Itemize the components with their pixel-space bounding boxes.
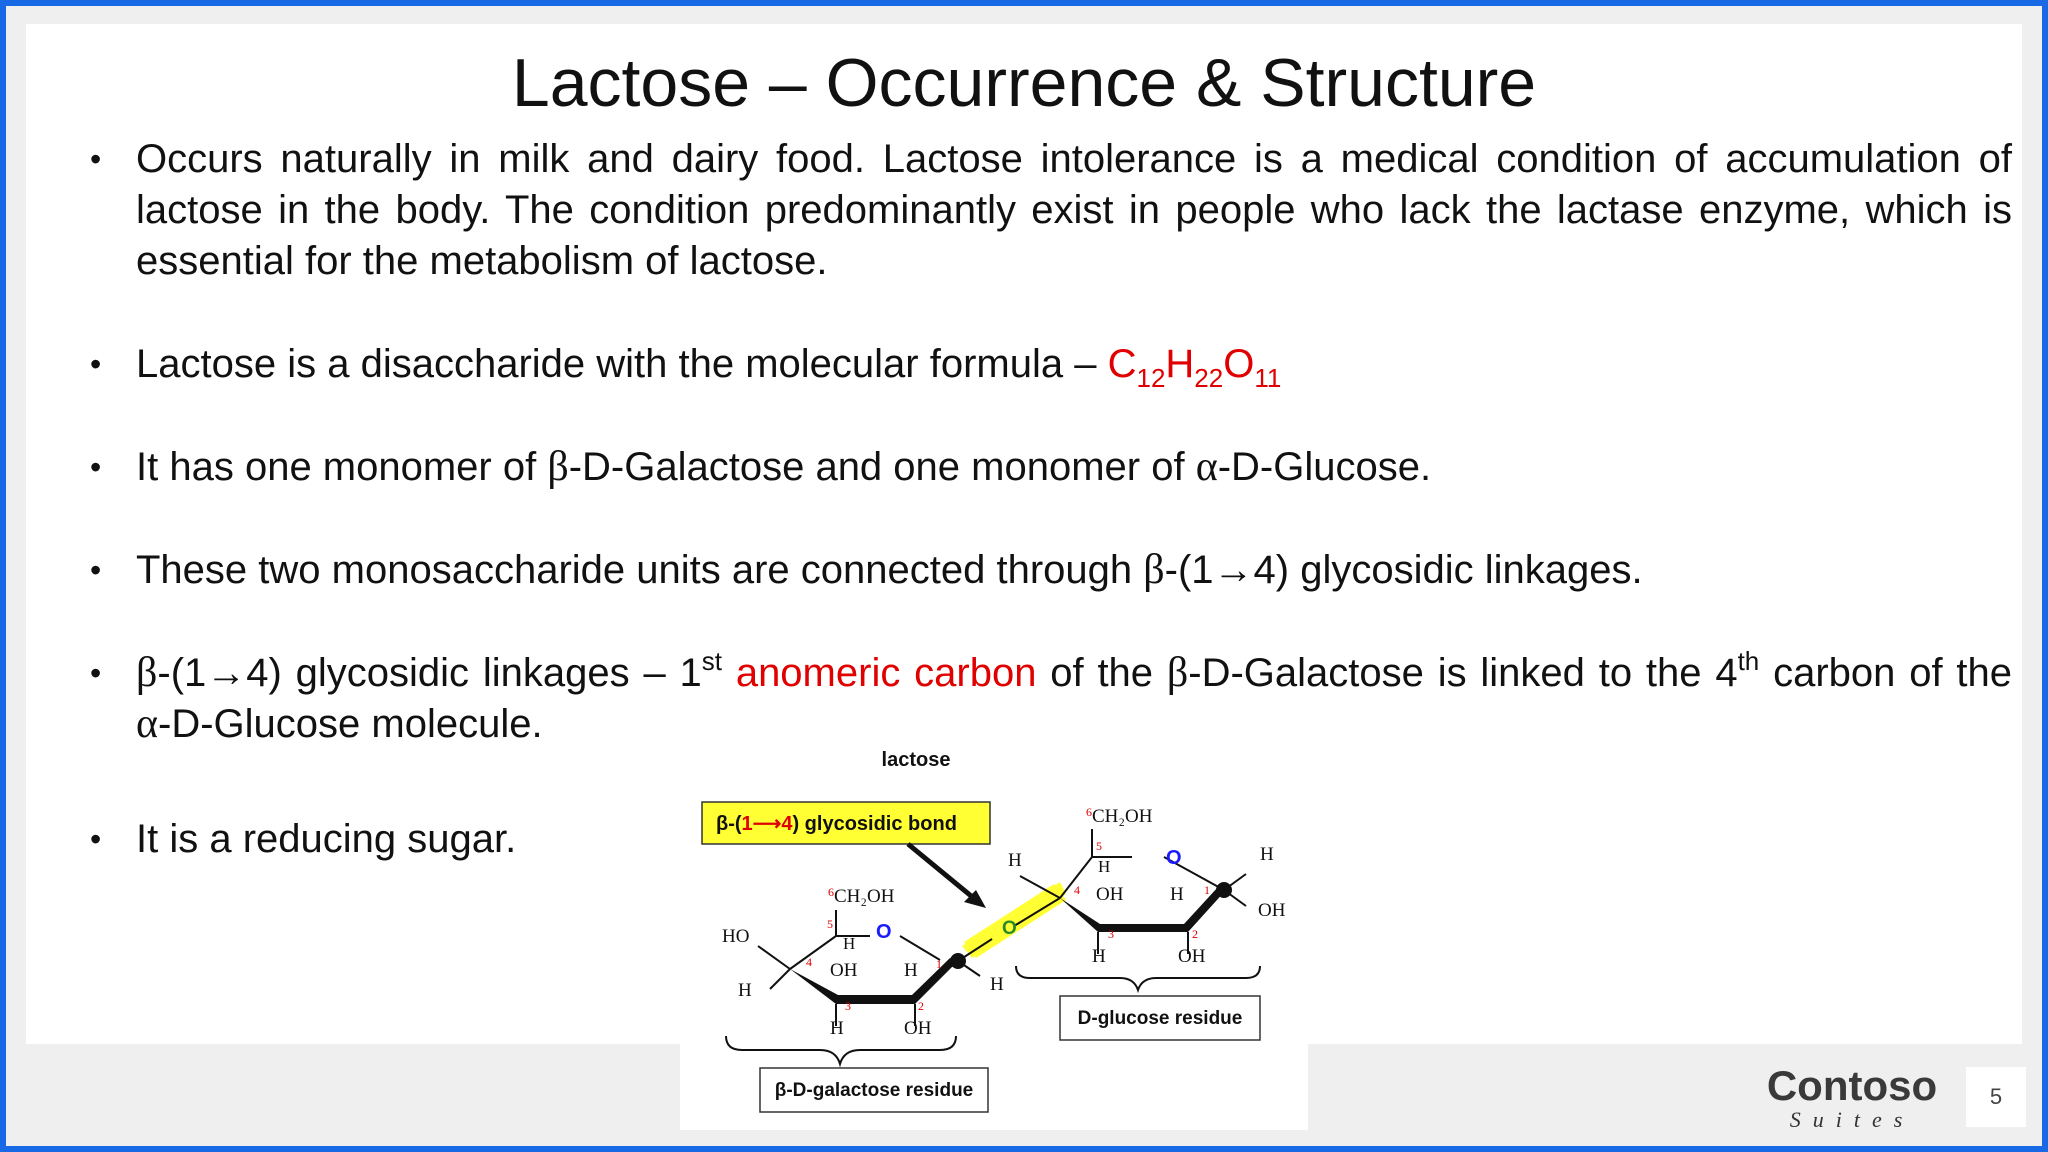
- anomeric-text: 4) glycosidic linkages – 1: [246, 651, 702, 695]
- anomeric-text: -D-Galactose is linked to the 4: [1188, 651, 1738, 695]
- svg-text:3: 3: [1108, 927, 1114, 941]
- svg-text:O: O: [1002, 918, 1017, 939]
- arrow-icon: →: [1213, 548, 1254, 592]
- svg-text:H: H: [1098, 857, 1110, 876]
- svg-text:5: 5: [827, 917, 833, 931]
- svg-text:H: H: [904, 960, 918, 981]
- bullet-marker: •: [90, 346, 102, 382]
- glucose-brace: [1015, 965, 1261, 994]
- formula-h-sub: 22: [1194, 363, 1224, 393]
- bullet-marker: •: [90, 821, 102, 857]
- bullet-marker: •: [90, 552, 102, 588]
- formula-c-sub: 12: [1136, 363, 1166, 393]
- svg-text:4: 4: [806, 955, 812, 969]
- alpha-symbol: α: [1195, 444, 1218, 490]
- galactose-brace: [725, 1035, 957, 1068]
- linkage-text: -(1: [1164, 548, 1214, 592]
- ordinal-st: st: [701, 646, 722, 676]
- galactose-label-box: [759, 1067, 989, 1113]
- ring-oxygen: O: [876, 921, 892, 943]
- monomers-text: It has one monomer of: [136, 445, 548, 489]
- bond-label-box: [701, 801, 991, 845]
- lactose-structure-figure: lactose β-(1⟶4) glycosidic bond: [680, 714, 1308, 1130]
- anomeric-text: of the: [1036, 651, 1167, 695]
- formula-o: O: [1223, 342, 1255, 386]
- figure-title: lactose: [882, 749, 951, 771]
- arrow-head-icon: [964, 890, 986, 908]
- linkage-text: 4) glycosidic linkages.: [1253, 548, 1643, 592]
- ring-oxygen: O: [1166, 847, 1182, 869]
- svg-text:H: H: [1092, 946, 1106, 967]
- anomeric-carbon-highlight: anomeric carbon: [722, 651, 1037, 695]
- beta-symbol: β: [1143, 547, 1165, 593]
- svg-text:H: H: [1170, 884, 1184, 905]
- svg-text:H: H: [990, 974, 1004, 995]
- monomers-text: -D-Galactose and one monomer of: [568, 445, 1196, 489]
- bullet-reducing-sugar: It is a reducing sugar.: [136, 817, 517, 861]
- svg-text:HO: HO: [722, 926, 749, 947]
- formula-c: C: [1107, 342, 1137, 386]
- galactose-residue-label: β-D-galactose residue: [775, 1080, 974, 1101]
- svg-text:6CH₂OH: 6CH₂OH: [828, 885, 895, 907]
- glucose-residue-label: D-glucose residue: [1078, 1008, 1243, 1029]
- monomers-text: -D-Glucose.: [1217, 445, 1432, 489]
- glucose-ring: 6CH₂OH 5 H O H 4 OH H 1 3 2 H OH H OH: [1008, 805, 1286, 967]
- svg-text:OH: OH: [1096, 884, 1124, 905]
- svg-text:OH: OH: [1258, 900, 1286, 921]
- contoso-logo: Contoso Suites: [1766, 1064, 1938, 1132]
- glycosidic-oxygen: O: [957, 882, 1066, 962]
- svg-text:2: 2: [1192, 927, 1198, 941]
- svg-text:H: H: [843, 934, 855, 953]
- bond-pointer-arrow: [906, 842, 978, 902]
- bullet-linkage: These two monosaccharide units are conne…: [136, 545, 2006, 596]
- slide-title: Lactose – Occurrence & Structure: [511, 45, 1537, 121]
- glucose-label-box: [1059, 995, 1261, 1041]
- svg-text:H: H: [1008, 850, 1022, 871]
- lactose-structure-diagram: lactose β-(1⟶4) glycosidic bond: [701, 749, 1286, 1113]
- molecular-formula: C12H22O11: [1107, 342, 1282, 391]
- ordinal-th: th: [1737, 646, 1760, 676]
- anomeric-text: -(1: [157, 651, 207, 695]
- svg-text:1: 1: [936, 957, 942, 971]
- galactose-ring: 6CH₂OH 5 H O HO H 4 OH H 1 3 2 H OH H: [722, 885, 1004, 1039]
- alpha-symbol: α: [136, 701, 159, 747]
- formula-lead-text: Lactose is a disaccharide with the molec…: [136, 342, 1108, 386]
- linkage-text: These two monosaccharide units are conne…: [136, 548, 1144, 592]
- bullet-marker: •: [90, 655, 102, 691]
- bullet-monomers: It has one monomer of β-D-Galactose and …: [136, 442, 2006, 493]
- svg-text:3: 3: [845, 999, 851, 1013]
- svg-text:6CH₂OH: 6CH₂OH: [1086, 805, 1153, 827]
- svg-text:H: H: [1260, 844, 1274, 865]
- bullet-occurrence: Occurs naturally in milk and dairy food.…: [136, 137, 2012, 283]
- slide-frame: Lactose – Occurrence & Structure • Occur…: [6, 6, 2042, 1146]
- svg-text:4: 4: [1074, 883, 1080, 897]
- bullet-anomeric: β-(1→4) glycosidic linkages – 1st anomer…: [136, 648, 2012, 750]
- beta-symbol: β: [136, 650, 158, 696]
- beta-symbol: β: [1166, 650, 1189, 696]
- beta-symbol: β: [547, 444, 569, 490]
- formula-h: H: [1165, 342, 1195, 386]
- svg-text:OH: OH: [904, 1018, 932, 1039]
- bullet-formula: Lactose is a disaccharide with the molec…: [136, 339, 2006, 391]
- anomeric-text: carbon of the: [1759, 651, 2012, 695]
- bullet-marker: •: [90, 449, 102, 485]
- formula-o-sub: 11: [1254, 363, 1282, 393]
- svg-text:2: 2: [918, 999, 924, 1013]
- anomeric-text: -D-Glucose molecule.: [158, 702, 543, 746]
- bullet-marker: •: [90, 141, 102, 177]
- svg-text:OH: OH: [1178, 946, 1206, 967]
- svg-text:1: 1: [1204, 883, 1210, 897]
- arrow-icon: →: [206, 651, 247, 695]
- svg-text:OH: OH: [830, 960, 858, 981]
- svg-text:5: 5: [1096, 839, 1102, 853]
- page-number: 5: [1966, 1067, 2026, 1127]
- svg-text:H: H: [738, 980, 752, 1001]
- bond-label: β-(1⟶4) glycosidic bond: [716, 813, 957, 835]
- svg-text:H: H: [830, 1018, 844, 1039]
- logo-name: Contoso: [1766, 1062, 1938, 1109]
- logo-subtitle: Suites: [1789, 1107, 1915, 1132]
